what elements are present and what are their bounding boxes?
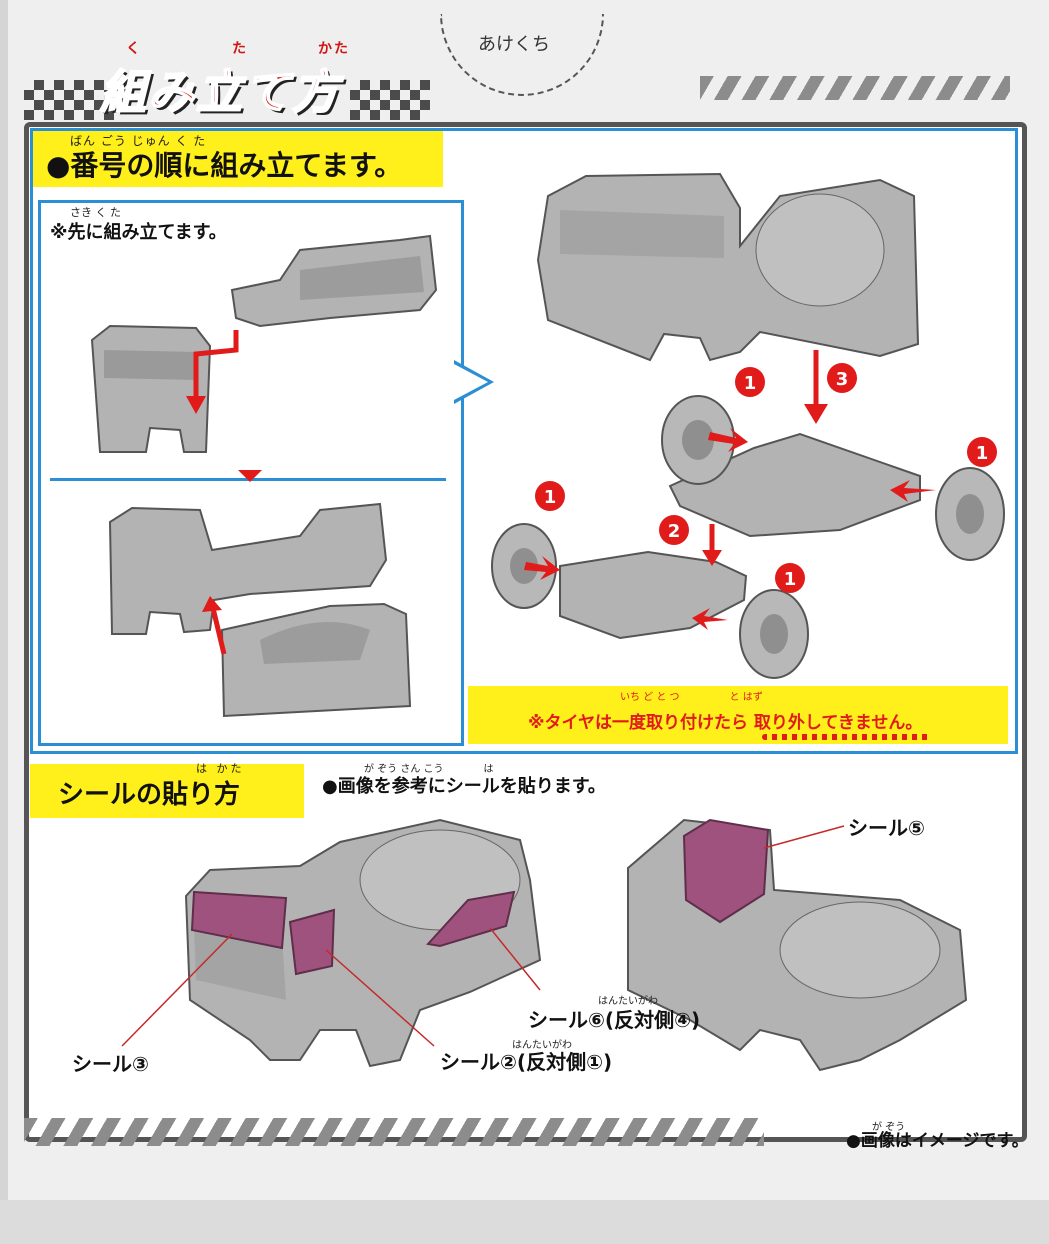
combined-part-illustration bbox=[108, 502, 412, 718]
step-badge bbox=[535, 481, 565, 511]
chassis-illustration bbox=[559, 432, 921, 640]
down-arrow-icon bbox=[238, 470, 262, 482]
step-number: 1 bbox=[784, 569, 797, 590]
seal-5-label: シール⑤ bbox=[848, 816, 925, 840]
sticker-3-area bbox=[190, 890, 288, 950]
pre-assembly-ruby: さき く た bbox=[70, 206, 121, 219]
arrow-icon bbox=[186, 396, 206, 414]
arrow-icon bbox=[804, 404, 828, 424]
sticker-5-area bbox=[682, 818, 770, 924]
callout-pointer-inner bbox=[454, 364, 488, 400]
sticker-banner-ruby: は かた bbox=[196, 762, 245, 775]
truck-front-illustration bbox=[184, 818, 542, 1068]
checker-pattern-left bbox=[24, 80, 114, 120]
assembly-banner-text: ●番号の順に組み立てます。 bbox=[46, 149, 403, 182]
opener-label: あけくち bbox=[478, 34, 550, 55]
step-number: 1 bbox=[744, 373, 757, 394]
tire-note-ruby: いち ど と つ と はず bbox=[620, 692, 763, 703]
assembly-banner bbox=[33, 131, 443, 187]
footer-note: ●画像はイメージです。 bbox=[846, 1131, 1029, 1151]
title-ruby-2: た bbox=[232, 41, 248, 57]
stripe-pattern-bottom bbox=[24, 1118, 764, 1146]
step-badge bbox=[659, 515, 689, 545]
box-edge-left bbox=[0, 0, 8, 1244]
page-title: 組み立て方 bbox=[99, 64, 340, 120]
sticker-6-area bbox=[426, 890, 516, 948]
step-number: 1 bbox=[976, 443, 989, 464]
step-badge bbox=[775, 563, 805, 593]
seal-3-label: シール③ bbox=[72, 1052, 149, 1076]
step-number: 1 bbox=[544, 487, 557, 508]
sticker-leader-lines bbox=[121, 825, 845, 1047]
seal-6-ruby: はんたいがわ bbox=[598, 996, 658, 1007]
sticker-banner bbox=[30, 764, 304, 818]
arrow-icon bbox=[202, 596, 222, 612]
assembly-arrows bbox=[524, 428, 936, 630]
assembly-banner-ruby: ばん ごう じゅん く た bbox=[70, 134, 207, 148]
body-part-illustration bbox=[230, 234, 438, 328]
title-ruby-3: かた bbox=[318, 41, 350, 57]
sticker-instruction: ●画像を参考にシールを貼ります。 bbox=[322, 776, 606, 797]
step-badge bbox=[735, 367, 765, 397]
sticker-instruction-ruby: が ぞう さん こう は bbox=[364, 764, 494, 775]
title-ruby-1: く bbox=[126, 41, 142, 57]
footer-note-ruby: が ぞう bbox=[872, 1122, 906, 1133]
seal-2-label: シール②(反対側①) bbox=[440, 1050, 613, 1074]
tire-warning: ※タイヤは一度取り付けたら 取り外してきません。 bbox=[528, 713, 923, 733]
tire-illustration bbox=[491, 395, 1005, 679]
box-edge-bottom bbox=[0, 1200, 1049, 1244]
step-badge bbox=[967, 437, 997, 467]
stripe-pattern-top bbox=[700, 76, 1010, 100]
wavy-underline bbox=[762, 734, 930, 740]
truck-cab-illustration bbox=[536, 172, 920, 362]
pre-assembly-note: ※先に組み立てます。 bbox=[50, 222, 227, 243]
cab-part-illustration bbox=[90, 324, 212, 453]
sticker-banner-text: シールの貼り方 bbox=[58, 780, 241, 810]
step-number: 2 bbox=[668, 521, 681, 542]
step-number: 3 bbox=[836, 369, 849, 390]
sticker-2-area bbox=[288, 908, 336, 976]
seal-6-label: シール⑥(反対側④) bbox=[528, 1008, 701, 1032]
checker-pattern-right bbox=[350, 80, 430, 120]
step-badge bbox=[827, 363, 857, 393]
seal-2-ruby: はんたいがわ bbox=[512, 1040, 572, 1051]
step-number-circles: 1 3 1 1 2 1 bbox=[535, 363, 997, 593]
